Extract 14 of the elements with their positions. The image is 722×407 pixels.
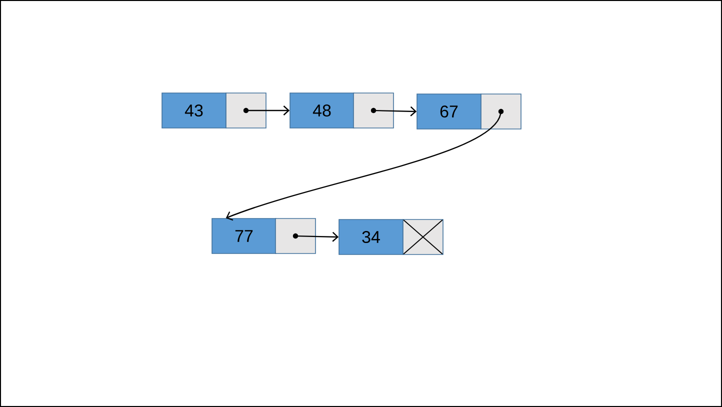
pointer-arrow: [248, 106, 290, 116]
value-cell: 43: [162, 92, 226, 128]
pointer-cell: [275, 218, 316, 254]
pointer-cell: [353, 92, 394, 128]
pointer-arrow: [226, 114, 502, 221]
pointer-cell: [480, 94, 522, 130]
value-cell: 48: [290, 92, 354, 128]
pointer-cell: [226, 92, 266, 128]
value-cell: 67: [416, 94, 482, 130]
null-pointer-cell: [402, 219, 444, 255]
pointer-arrow: [298, 232, 339, 242]
pointer-arrow: [376, 106, 417, 116]
value-cell: 77: [212, 218, 276, 254]
value-cell: 34: [338, 219, 404, 255]
